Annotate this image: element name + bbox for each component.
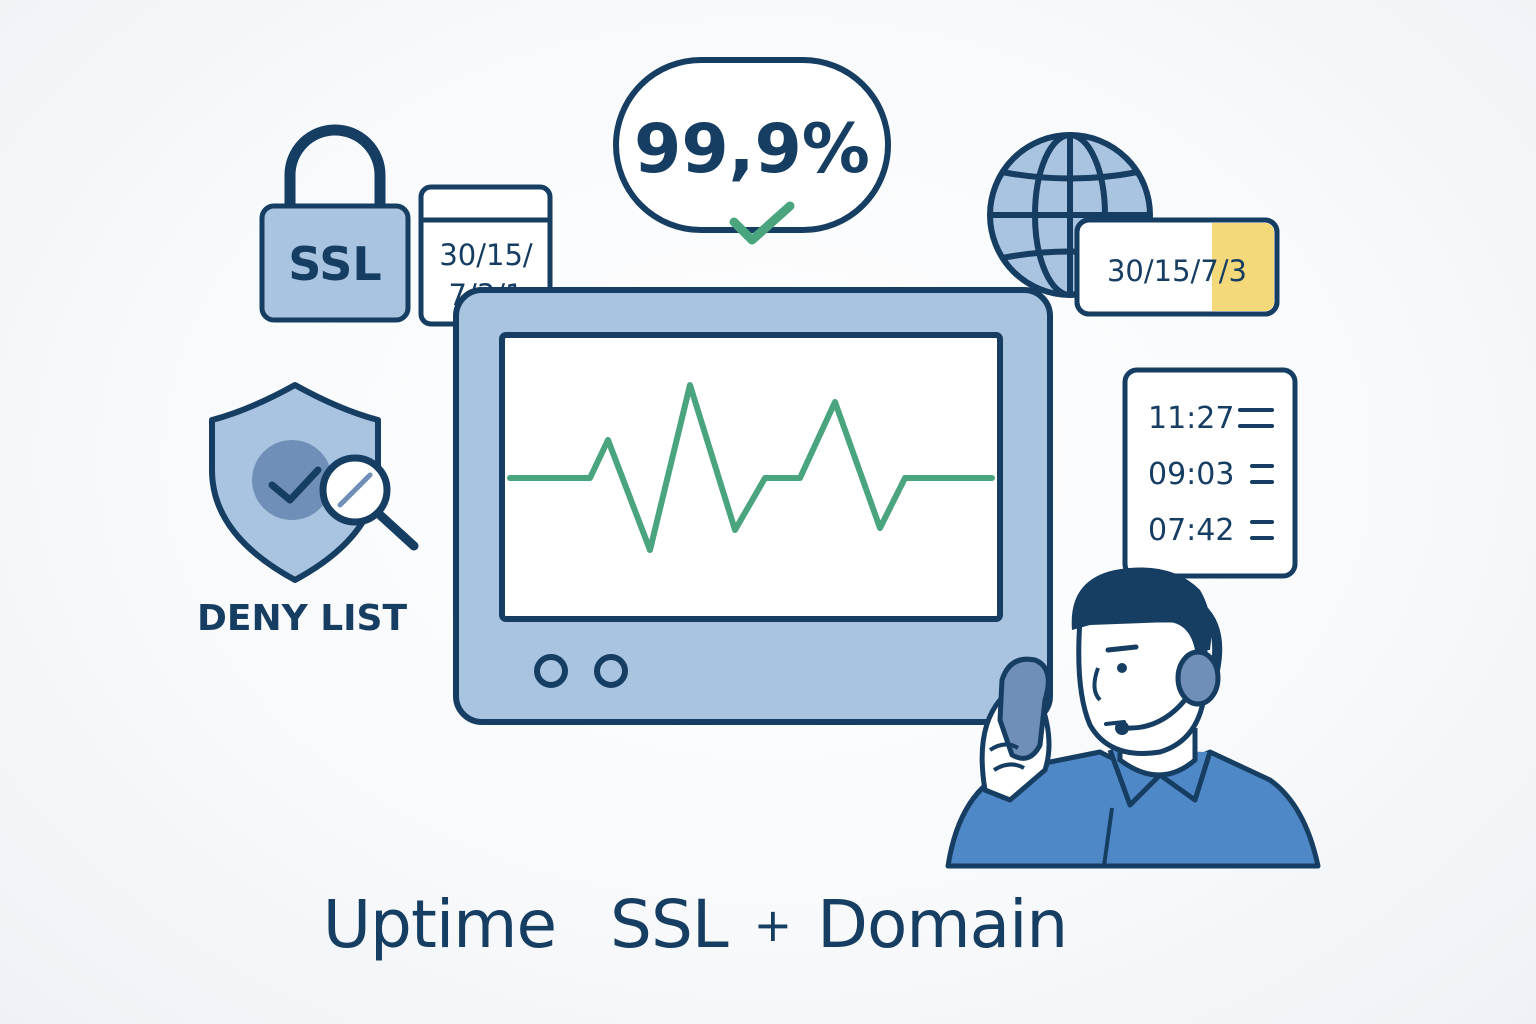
uptime-value: 99,9% [634,110,870,189]
ssl-label: SSL [288,237,382,291]
support-agent-headset-icon [945,567,1321,869]
uptime-check-icon [729,201,795,245]
check-log-card: 11:27 09:03 07:42 [1122,367,1298,579]
domain-interval-card: 30/15/7/3 [1074,217,1280,317]
caption-title: Uptime SSL + Domain [0,886,1390,963]
deny-list-label: DENY LIST [197,598,407,639]
domain-intervals: 30/15/7/3 [1107,254,1247,288]
ssl-calendar-line1: 30/15/ [439,238,533,272]
padlock-icon: SSL [259,124,411,323]
caption-uptime: Uptime [322,886,557,963]
check-log-time-2: 09:03 [1148,457,1234,492]
check-log-time-3: 07:42 [1148,513,1234,548]
caption-domain: Domain [817,886,1068,963]
log-lines-icon [1238,408,1274,540]
globe-icon [987,132,1153,298]
shield-search-icon [209,382,419,583]
uptime-bubble: 99,9% [613,57,891,245]
caption-plus: + [753,898,793,952]
heartbeat-monitor-icon [453,287,1053,725]
caption-ssl: SSL [610,886,729,963]
check-log-time-1: 11:27 [1148,401,1234,436]
